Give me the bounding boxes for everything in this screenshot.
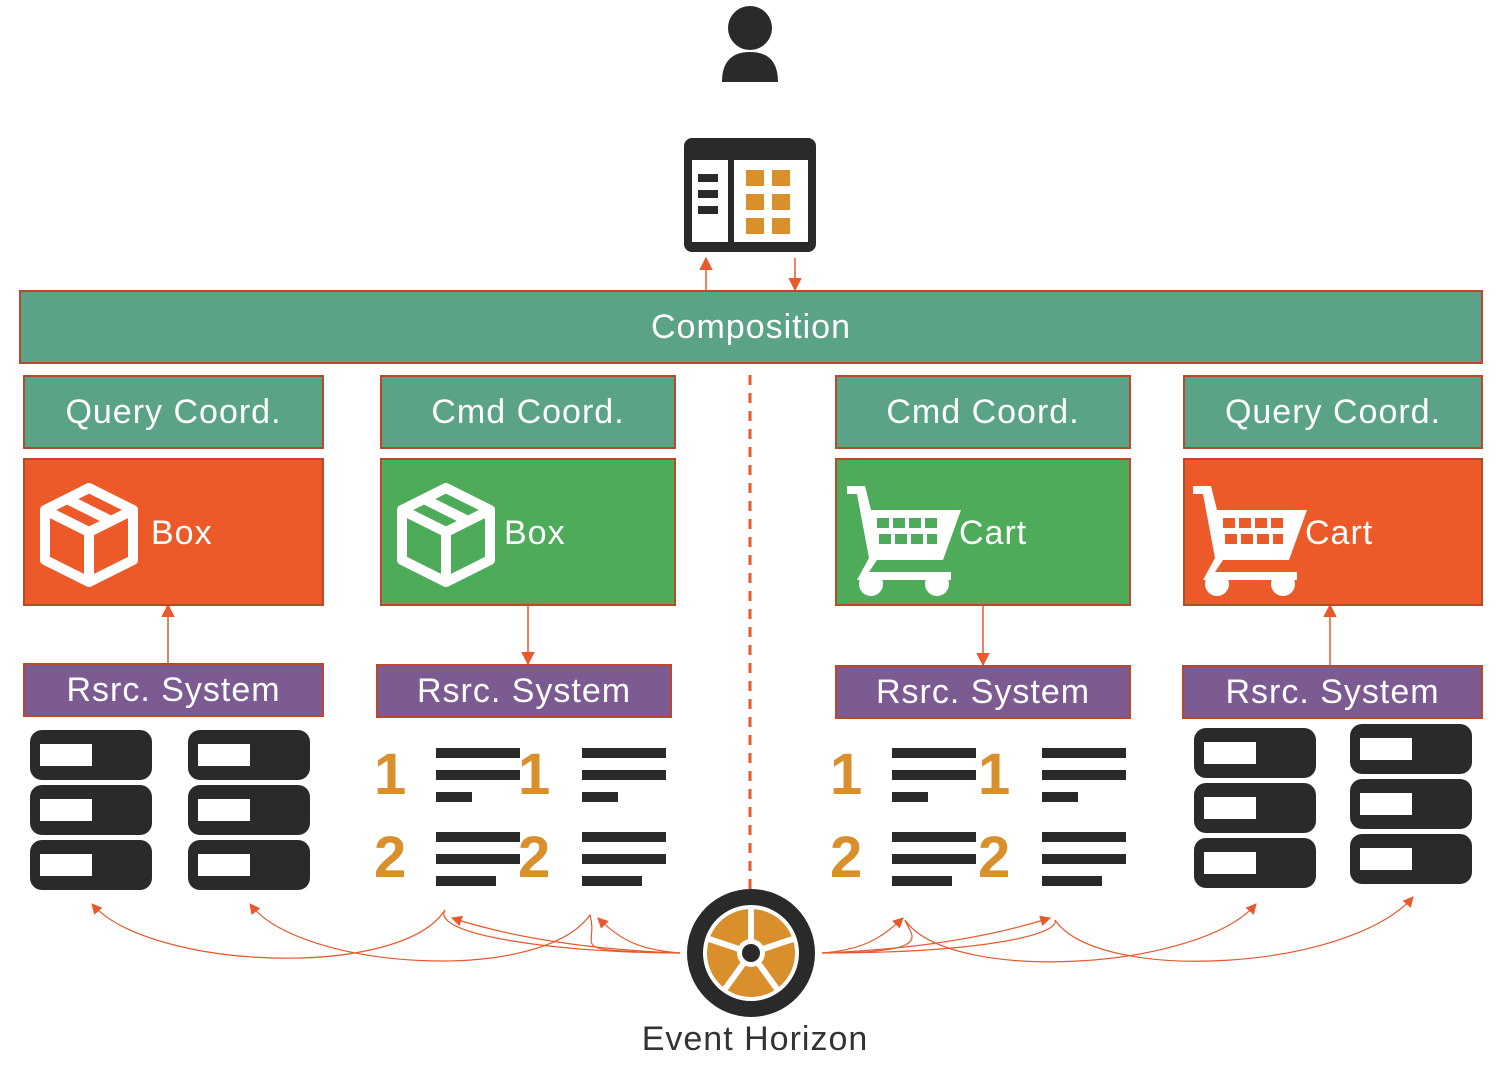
domain-label: Cart: [959, 514, 1028, 552]
rsrc-system-2[interactable]: Rsrc. System: [835, 665, 1131, 719]
database-icon: [1350, 724, 1472, 884]
event-number: 2: [978, 825, 1010, 890]
event-arrow-left-1: [91, 903, 681, 959]
domain-box-1[interactable]: Box: [380, 458, 676, 606]
event-number: 1: [978, 742, 1010, 807]
event-number: 2: [374, 825, 406, 890]
event-number: 2: [518, 825, 550, 890]
box-icon: [397, 483, 495, 587]
event-number: 1: [374, 742, 406, 807]
user-icon: [722, 6, 778, 82]
event-arrow-left-2: [249, 903, 681, 962]
domain-box-0[interactable]: Box: [23, 458, 324, 606]
box-icon: [40, 483, 138, 587]
event-horizon-icon[interactable]: [685, 887, 817, 1019]
coord-box-2[interactable]: Cmd Coord.: [835, 375, 1131, 449]
event-arrow-right-3: [821, 903, 1257, 963]
rsrc-system-0[interactable]: Rsrc. System: [23, 663, 324, 717]
dashboard-icon[interactable]: [684, 138, 816, 252]
domain-label: Box: [151, 514, 213, 552]
domain-label: Box: [504, 514, 566, 552]
domain-box-3[interactable]: Cart: [1183, 458, 1483, 606]
rsrc-system-1[interactable]: Rsrc. System: [376, 664, 672, 718]
database-icon: [30, 730, 152, 890]
event-number: 1: [518, 742, 550, 807]
coord-box-0[interactable]: Query Coord.: [23, 375, 324, 449]
event-arrow-left-4: [597, 917, 681, 954]
coord-box-3[interactable]: Query Coord.: [1183, 375, 1483, 449]
cart-icon: [1193, 486, 1307, 596]
event-arrow-right-2: [821, 915, 1052, 954]
event-arrow-right-1: [821, 917, 904, 954]
event-number: 1: [830, 742, 862, 807]
event-arrow-right-4: [821, 896, 1414, 962]
composition-bar[interactable]: Composition: [19, 290, 1483, 364]
event-number: 2: [830, 825, 862, 890]
event-horizon-label: Event Horizon: [641, 1020, 869, 1058]
coord-box-1[interactable]: Cmd Coord.: [380, 375, 676, 449]
database-icon: [1194, 728, 1316, 888]
domain-label: Cart: [1305, 514, 1374, 552]
cart-icon: [847, 486, 961, 596]
event-log-icon: 1 2 1 2: [374, 742, 666, 890]
event-arrow-left-3: [450, 915, 681, 954]
database-icon: [188, 730, 310, 890]
event-log-icon: 1 2 1 2: [830, 742, 1126, 890]
rsrc-system-3[interactable]: Rsrc. System: [1182, 665, 1483, 719]
domain-box-2[interactable]: Cart: [835, 458, 1131, 606]
